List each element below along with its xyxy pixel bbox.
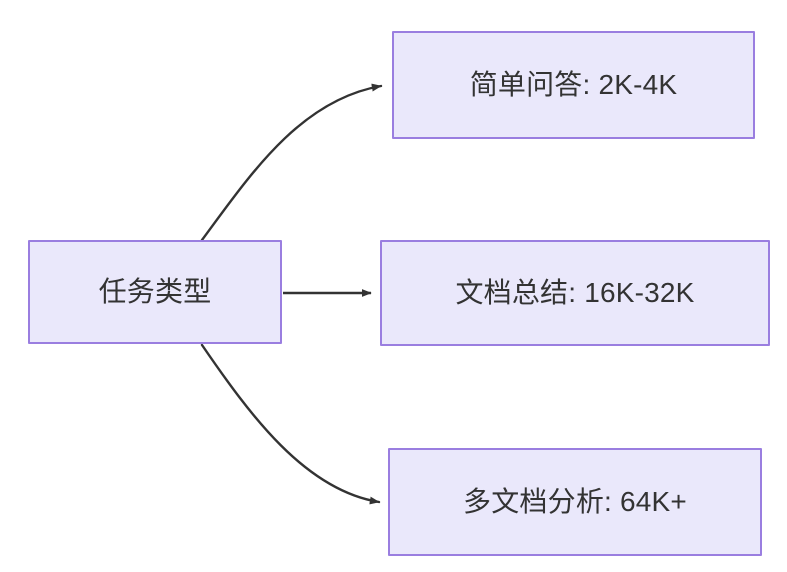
edge-root-to-multi <box>200 343 381 505</box>
node-multi-document-analysis[interactable]: 多文档分析: 64K+ <box>388 448 762 556</box>
node-document-summary[interactable]: 文档总结: 16K-32K <box>380 240 770 346</box>
edge-root-to-qa <box>200 83 383 242</box>
node-label: 任务类型 <box>98 276 212 308</box>
node-task-type[interactable]: 任务类型 <box>28 240 282 344</box>
node-label: 文档总结: 16K-32K <box>455 277 695 309</box>
node-label: 简单问答: 2K-4K <box>469 69 678 101</box>
node-label: 多文档分析: 64K+ <box>463 486 687 518</box>
node-simple-qa[interactable]: 简单问答: 2K-4K <box>392 31 755 139</box>
